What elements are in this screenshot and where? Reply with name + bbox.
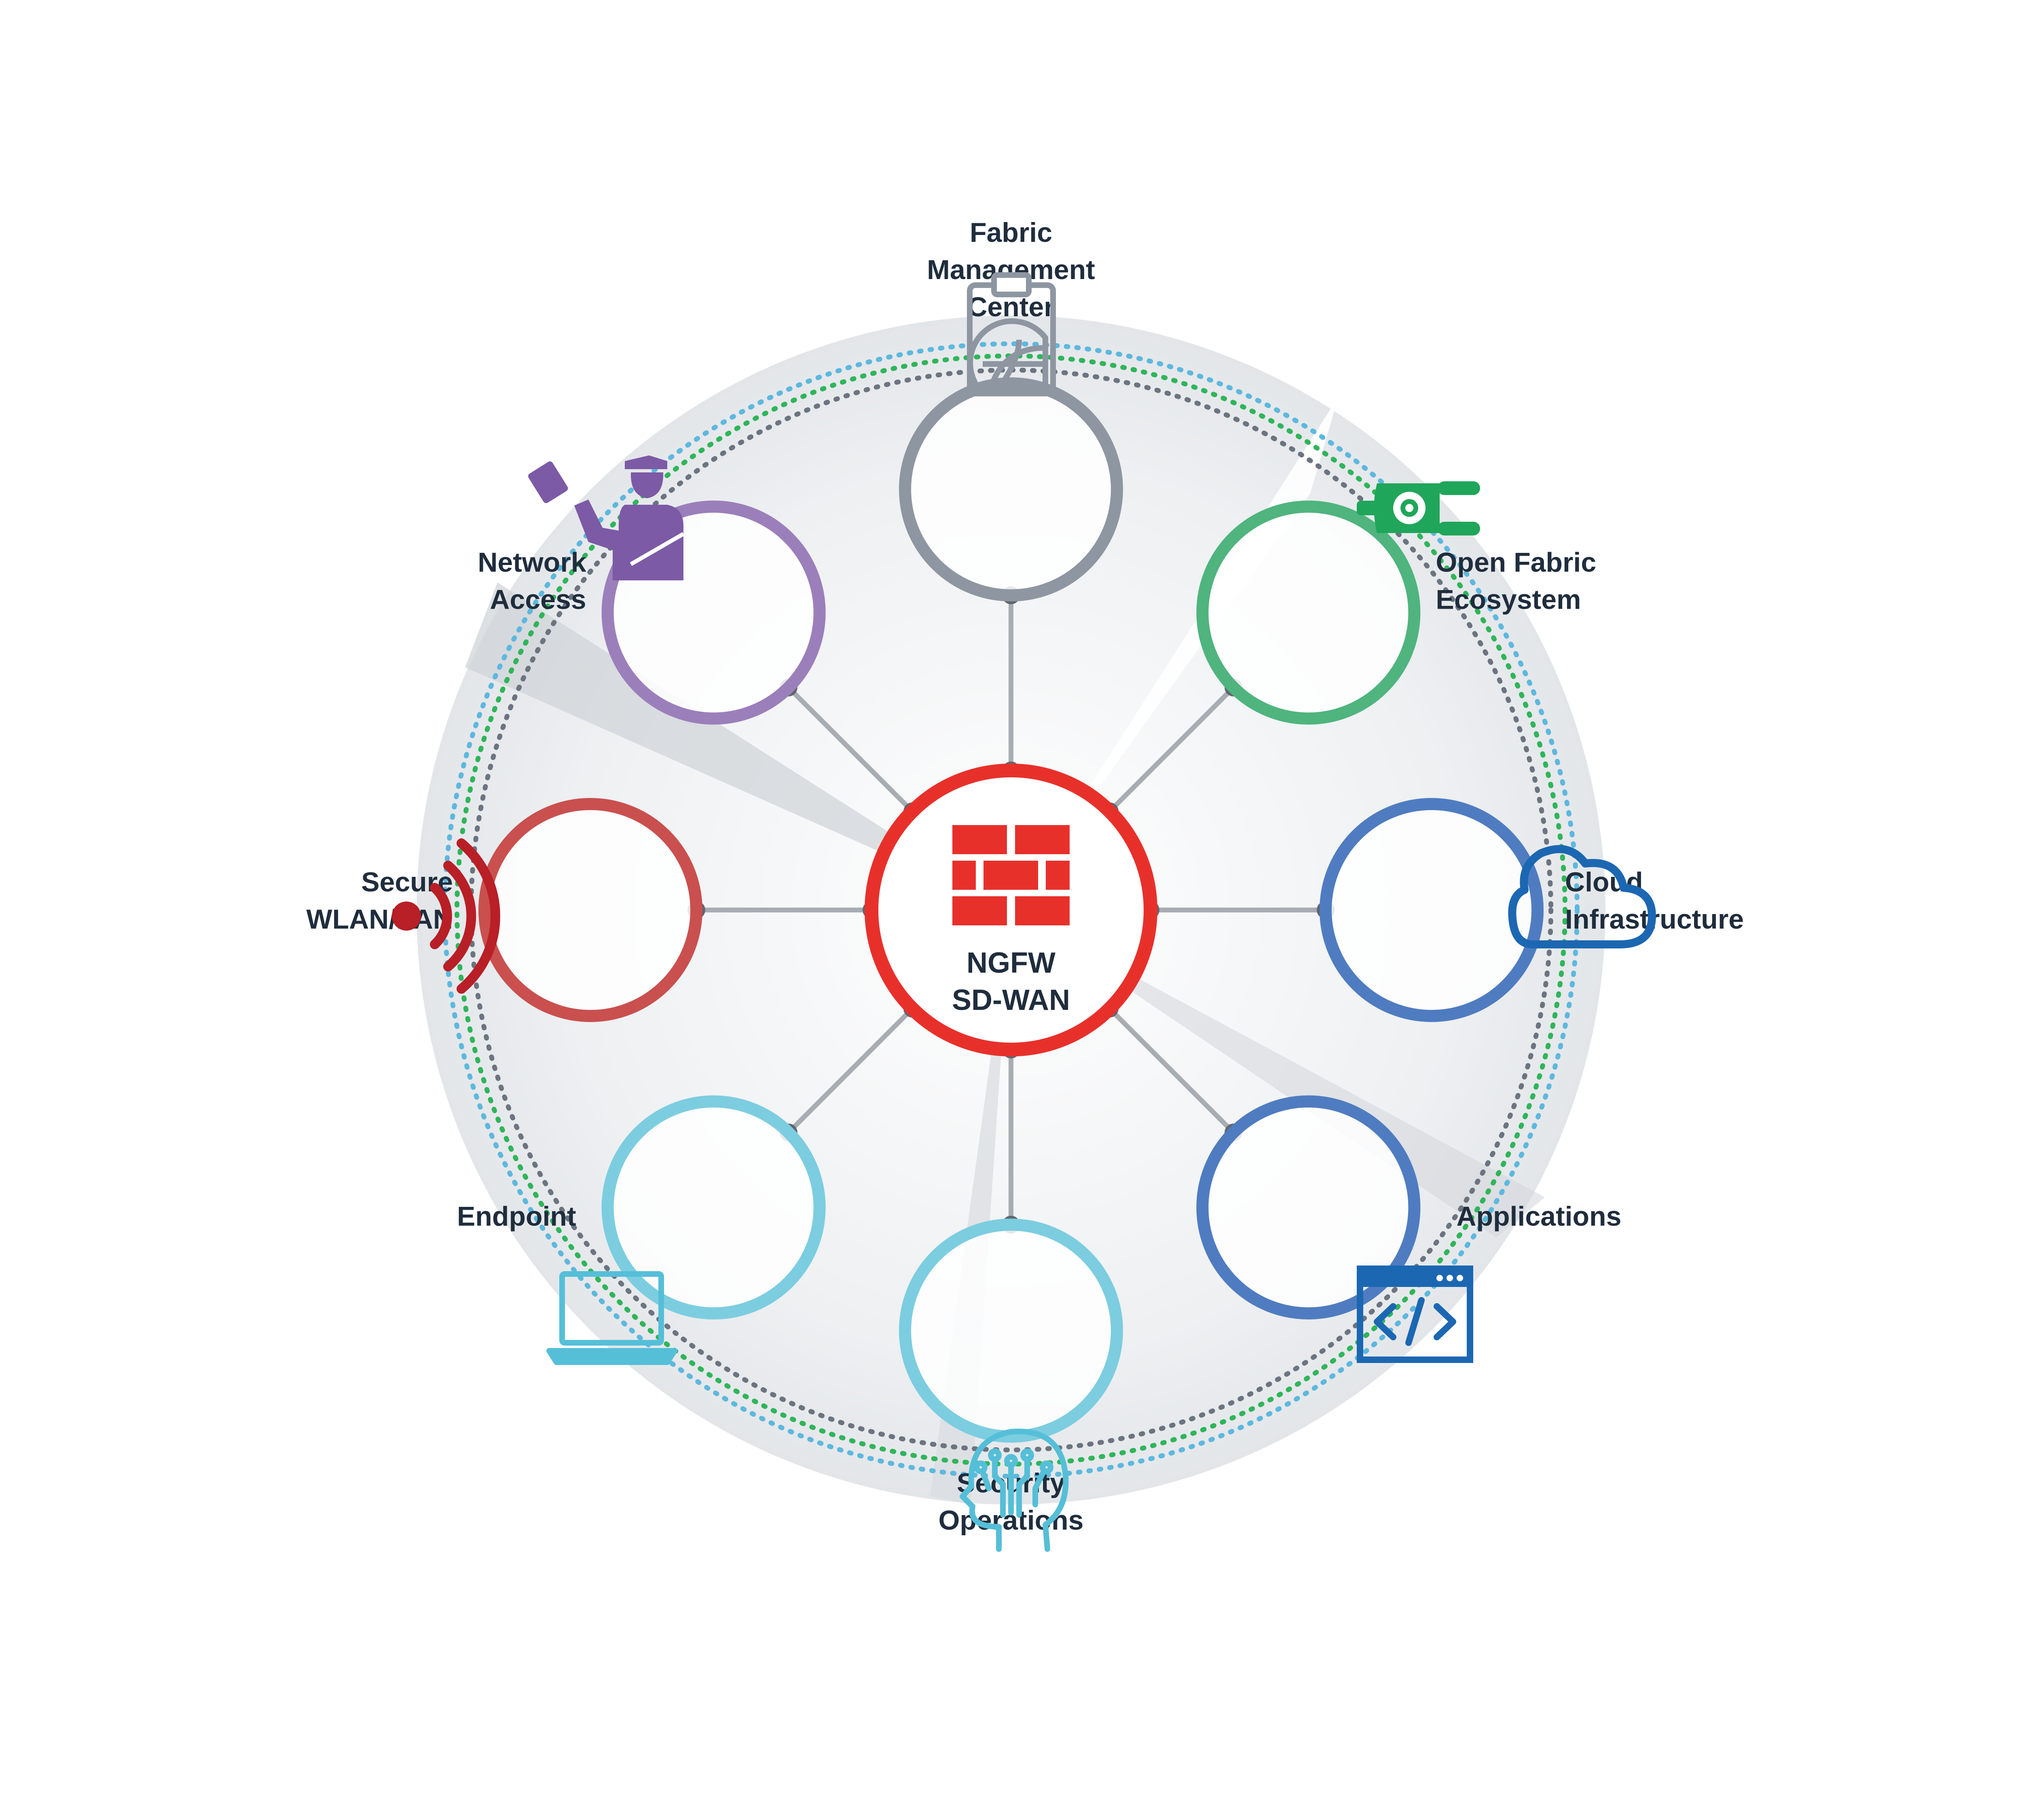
- node-icons: [392, 272, 1656, 1552]
- node-ring-endpoint: [601, 1095, 826, 1320]
- wireless-signal-icon: [392, 838, 500, 994]
- node-label-network-access-line1: Network: [478, 547, 586, 578]
- node-label-open-fabric-ecosystem-line1: Open Fabric: [1436, 547, 1596, 578]
- node-label-applications-line1: Applications: [1456, 1201, 1621, 1232]
- officer-badge-icon: [528, 455, 685, 580]
- spoke-endpoint: [787, 1007, 914, 1134]
- shade-wedge-left: [465, 582, 1011, 910]
- node-label-endpoint-line1: Endpoint: [457, 1201, 576, 1232]
- cloud-icon: [1508, 845, 1656, 948]
- center-node[interactable]: NGFW SD-WAN: [865, 764, 1157, 1056]
- center-ring: [865, 764, 1157, 1056]
- firewall-brick-icon: [952, 825, 1070, 925]
- node-ring-open-fabric-ecosystem: [1196, 500, 1421, 725]
- node-label-network-access-line2: Access: [490, 584, 586, 615]
- node-ring-secure-wlan-lan: [478, 798, 702, 1022]
- node-label-fabric-management-center-line1: Fabric: [970, 217, 1052, 248]
- node-applications[interactable]: Applications: [1196, 1095, 1621, 1320]
- node-ring-applications: [1196, 1095, 1421, 1320]
- node-ring-fabric-management-center: [899, 377, 1123, 601]
- node-ring-cloud-infrastructure: [1320, 798, 1544, 1022]
- shade-wedge-right: [1011, 910, 1545, 1238]
- clipboard-globe-icon: [967, 272, 1056, 396]
- center-label-line1: NGFW: [967, 947, 1055, 979]
- spoke-open-fabric-ecosystem: [1108, 686, 1235, 813]
- laptop-icon: [546, 1271, 677, 1365]
- code-window-icon: [1357, 1266, 1473, 1363]
- node-endpoint[interactable]: Endpoint: [457, 1095, 826, 1320]
- node-ring-security-operations: [899, 1219, 1123, 1443]
- plug-gear-icon: [1357, 481, 1480, 535]
- node-label-open-fabric-ecosystem-line2: Ecosystem: [1436, 584, 1581, 615]
- brain-circuit-icon: [960, 1428, 1069, 1552]
- spoke-applications: [1108, 1007, 1235, 1134]
- spoke-network-access: [787, 686, 914, 813]
- center-label-line2: SD-WAN: [952, 984, 1070, 1016]
- node-label-secure-wlan-lan-line2: WLAN/LAN: [306, 904, 453, 935]
